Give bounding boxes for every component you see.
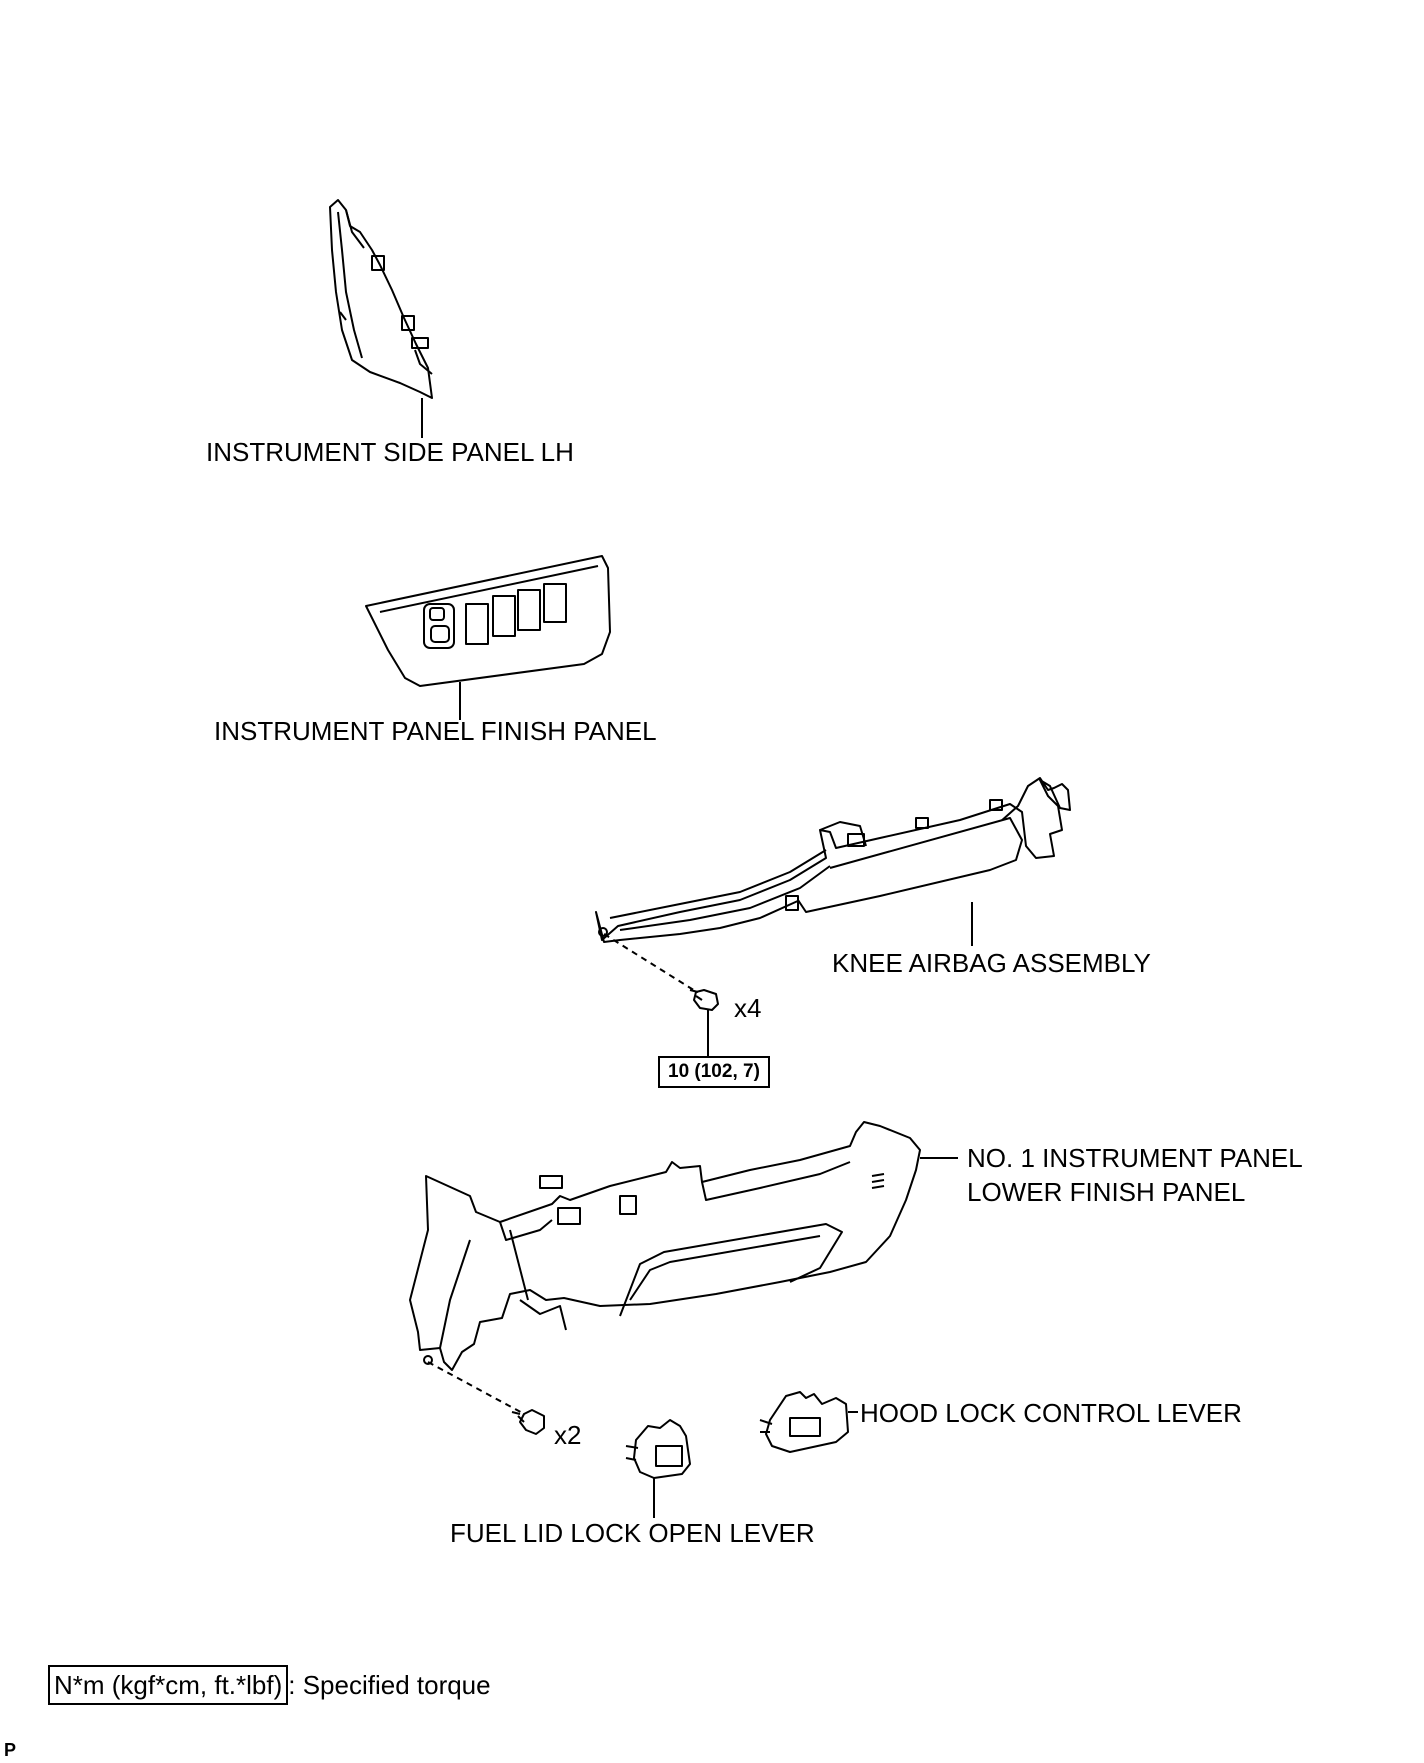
legend-text: : Specified torque bbox=[288, 1670, 491, 1700]
label-instrument-side-panel-lh: INSTRUMENT SIDE PANEL LH bbox=[206, 437, 574, 467]
label-lower-panel-bolt-qty: x2 bbox=[554, 1420, 582, 1450]
label-lower-finish-panel-line1: NO. 1 INSTRUMENT PANEL bbox=[967, 1143, 1303, 1173]
torque-value-airbag-bolts: 10 (102, 7) bbox=[658, 1056, 770, 1088]
label-airbag-bolt-qty: x4 bbox=[734, 993, 762, 1023]
legend-unit-box: N*m (kgf*cm, ft.*lbf) bbox=[48, 1665, 289, 1705]
torque-legend: N*m (kgf*cm, ft.*lbf): Specified torque bbox=[48, 1665, 491, 1705]
lower-finish-panel-drawing bbox=[409, 1121, 958, 1371]
hood-lock-control-lever-drawing bbox=[759, 1391, 858, 1453]
fuel-lid-lock-open-lever-drawing bbox=[625, 1419, 691, 1518]
instrument-side-panel-lh-drawing bbox=[329, 199, 433, 438]
label-lower-finish-panel-line2: LOWER FINISH PANEL bbox=[967, 1177, 1246, 1207]
label-fuel-lid-lock-open-lever: FUEL LID LOCK OPEN LEVER bbox=[450, 1518, 815, 1548]
airbag-bolt-drawing bbox=[603, 933, 719, 1058]
knee-airbag-assembly-drawing bbox=[595, 777, 1071, 946]
lower-panel-bolt-drawing bbox=[427, 1361, 545, 1435]
label-knee-airbag-assembly: KNEE AIRBAG ASSEMBLY bbox=[832, 948, 1151, 978]
label-hood-lock-control-lever: HOOD LOCK CONTROL LEVER bbox=[860, 1398, 1242, 1428]
instrument-panel-finish-panel-drawing bbox=[365, 555, 611, 720]
label-instrument-panel-finish-panel: INSTRUMENT PANEL FINISH PANEL bbox=[214, 716, 657, 746]
corner-mark: P bbox=[4, 1740, 17, 1760]
